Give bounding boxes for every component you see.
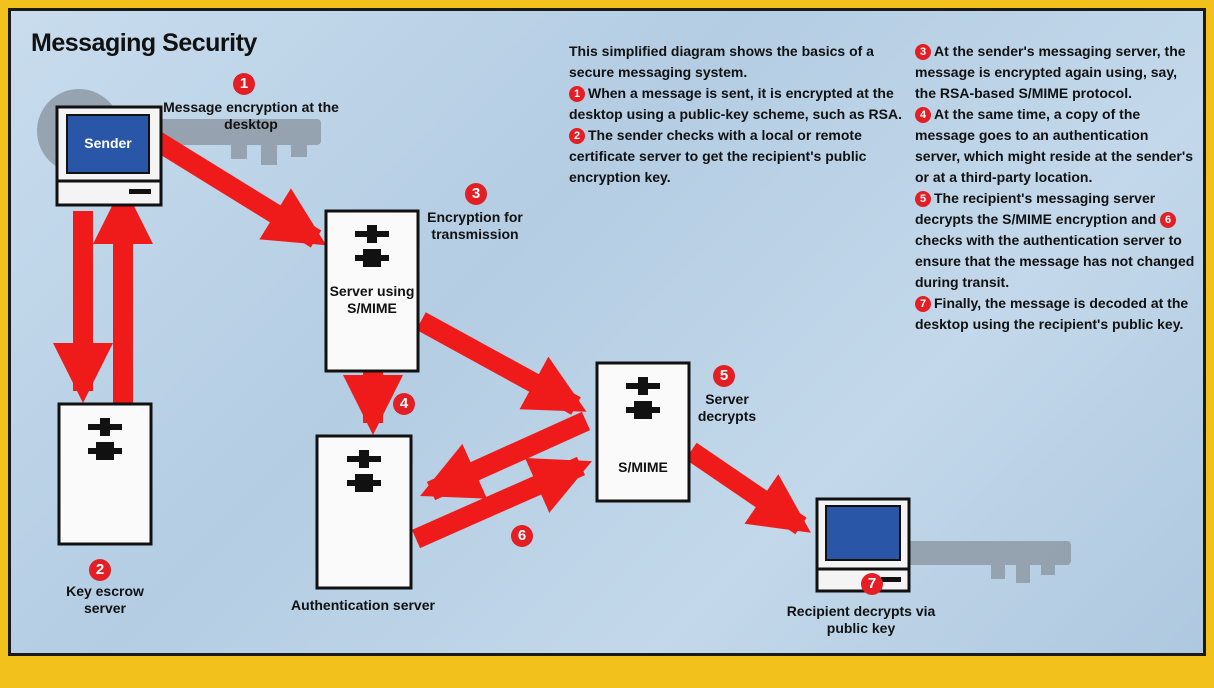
step-badge-3: 3	[465, 183, 487, 205]
page-title: Messaging Security	[31, 29, 257, 57]
desc-step-7: Finally, the message is decoded at the d…	[915, 295, 1189, 332]
desc-step-1: When a message is sent, it is encrypted …	[569, 85, 902, 122]
desc-step-5: The recipient's messaging server decrypt…	[915, 190, 1157, 227]
step1-caption: Message encryption at the desktop	[163, 99, 339, 132]
desc-num-1: 1	[569, 86, 585, 102]
sender-computer	[55, 105, 163, 207]
diagram-frame: Messaging Security Sender 1 3 4 5 6 2 7 …	[8, 8, 1206, 656]
step-badge-2: 2	[89, 559, 111, 581]
desc-num-3: 3	[915, 44, 931, 60]
arrows	[53, 122, 811, 549]
recipient-label: Recipient decrypts via public key	[786, 603, 936, 636]
step-badge-4: 4	[393, 393, 415, 415]
desc-step-2: The sender checks with a local or remote…	[569, 127, 867, 185]
arrow-auth-to-decrypt	[411, 456, 592, 549]
authentication-server	[315, 434, 413, 590]
key-escrow-server	[57, 402, 153, 546]
step-badge-6: 6	[511, 525, 533, 547]
diagram-canvas	[37, 89, 1071, 593]
desc-step-6: checks with the authentication server to…	[915, 232, 1195, 290]
key-escrow-label: Key escrow server	[66, 583, 144, 616]
step-badge-7: 7	[861, 573, 883, 595]
authentication-server-label: Authentication server	[291, 597, 435, 613]
step3-caption: Encryption for transmission	[427, 209, 523, 242]
arrow-decrypt-to-recipient	[685, 442, 811, 535]
smime-label: S/MIME	[618, 459, 668, 475]
sender-server	[324, 209, 420, 373]
desc-num-7: 7	[915, 296, 931, 312]
recipient-computer	[815, 497, 911, 593]
desc-num-5: 5	[915, 191, 931, 207]
step-badge-1: 1	[233, 73, 255, 95]
bottom-border-strip	[0, 664, 1214, 688]
arrow-sender-to-server	[135, 122, 327, 248]
arrow-server-to-decrypt	[416, 312, 587, 415]
server-decrypts-label: Server decrypts	[697, 391, 757, 424]
description-column-1: This simplified diagram shows the basics…	[569, 41, 909, 188]
arrow-decrypt-to-auth	[420, 411, 591, 501]
recipient-server	[595, 361, 691, 503]
desc-num-2: 2	[569, 128, 585, 144]
desc-num-4: 4	[915, 107, 931, 123]
desc-step-3: At the sender's messaging server, the me…	[915, 43, 1186, 101]
sender-label: Sender	[84, 135, 132, 151]
desc-step-4: At the same time, a copy of the message …	[915, 106, 1193, 185]
server-using-smime-label: Server using S/MIME	[329, 283, 415, 316]
desc-num-6: 6	[1160, 212, 1177, 228]
description-intro: This simplified diagram shows the basics…	[569, 43, 874, 80]
step-badge-5: 5	[713, 365, 735, 387]
